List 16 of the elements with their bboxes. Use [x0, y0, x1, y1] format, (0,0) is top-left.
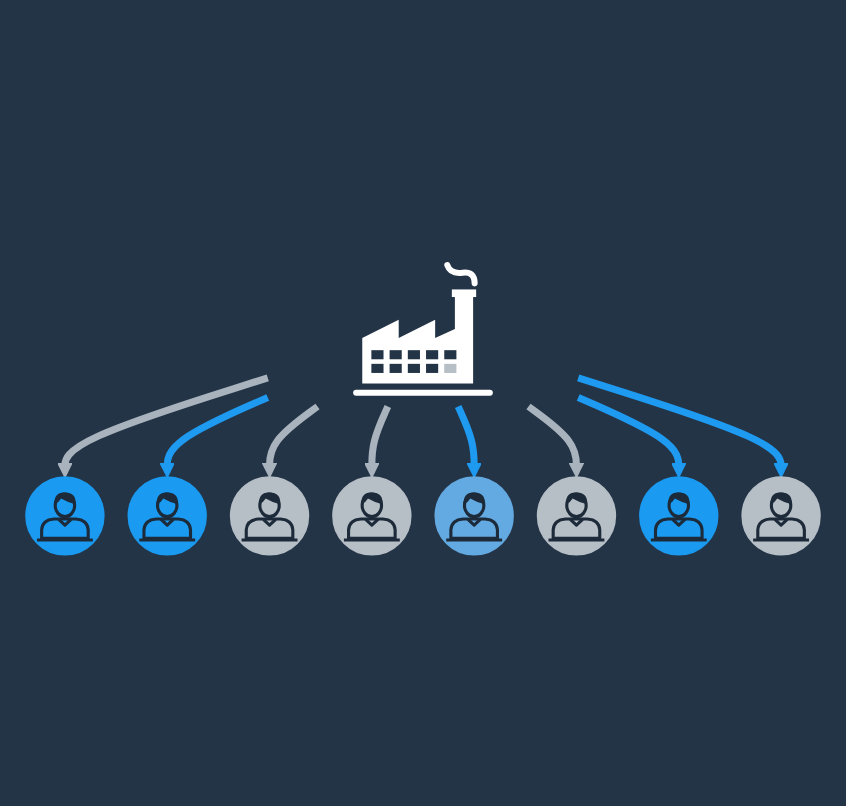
- arrow: [159, 394, 270, 478]
- arrow: [577, 374, 789, 478]
- node-person: [639, 476, 719, 556]
- node-person: [741, 476, 821, 556]
- node-person: [434, 476, 514, 556]
- arrow: [364, 405, 392, 478]
- arrow: [261, 403, 320, 478]
- arrow: [454, 405, 482, 478]
- arrow: [526, 403, 585, 478]
- node-person: [229, 476, 310, 556]
- node-person: [536, 476, 617, 556]
- arrow: [576, 394, 687, 478]
- arrow: [57, 374, 269, 478]
- node-person: [127, 476, 207, 556]
- node-person: [332, 476, 412, 556]
- node-person: [25, 476, 105, 556]
